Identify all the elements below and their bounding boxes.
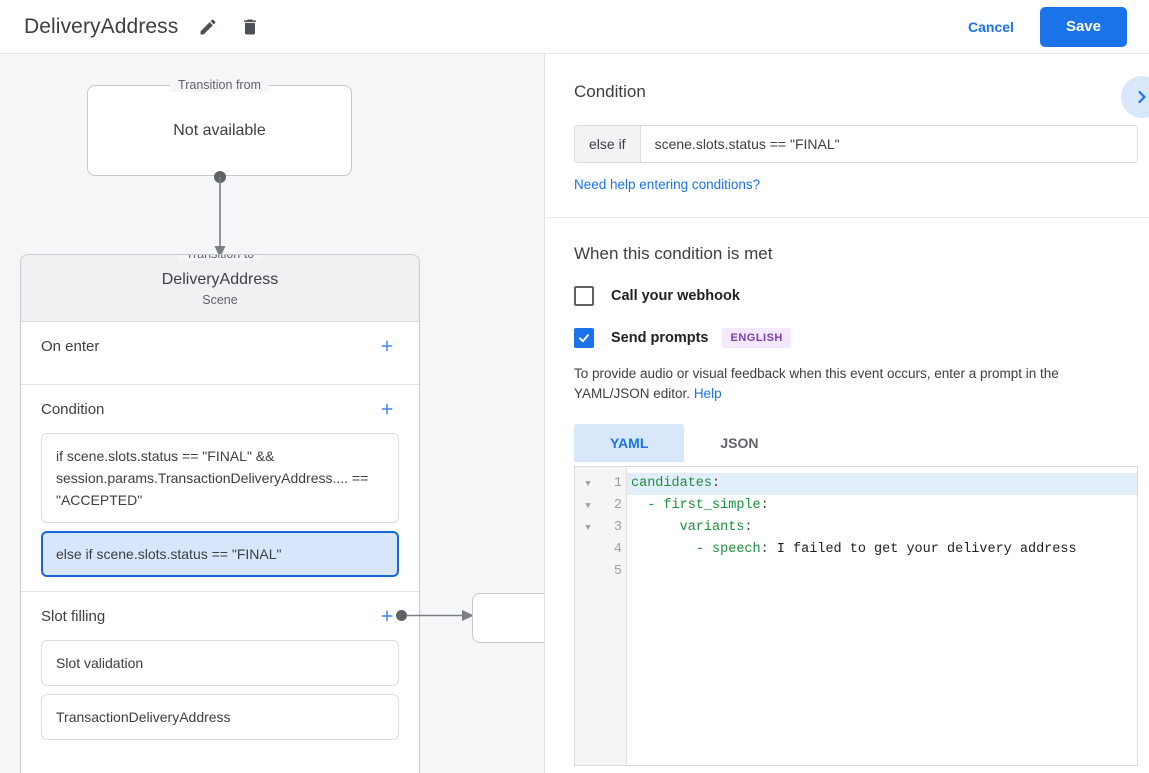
condition-item-selected[interactable]: else if scene.slots.status == "FINAL" [41,531,399,577]
condition-output-edge [406,610,474,621]
send-prompts-row[interactable]: Send prompts ENGLISH [574,328,1121,348]
prompts-helper-text: To provide audio or visual feedback when… [574,364,1134,404]
code-line[interactable]: candidates: [627,473,1137,495]
check-icon [578,334,590,343]
app-header: DeliveryAddress Cancel Save [0,0,1149,54]
condition-item[interactable]: if scene.slots.status == "FINAL" && sess… [41,433,399,523]
call-webhook-checkbox[interactable] [574,286,594,306]
transition-to-name: DeliveryAddress [161,271,279,288]
code-line[interactable]: variants: [679,520,753,535]
condition-section-title: Condition [574,82,646,101]
pencil-icon-glyph [200,18,216,34]
code-line[interactable]: - speech: I failed to get your delivery … [695,542,1077,557]
section-condition: Condition if scene.slots.status == "FINA… [21,385,419,592]
fold-toggle-icon[interactable]: ▼ [585,523,591,533]
tab-yaml[interactable]: YAML [574,424,685,462]
section-on-enter-header: On enter [41,322,399,370]
plus-icon [381,403,393,415]
condition-output-handle[interactable] [396,610,407,621]
transition-to-subtitle: Scene [202,293,238,307]
prompts-help-link[interactable]: Help [693,386,722,401]
call-webhook-label: Call your webhook [611,288,740,304]
condition-operator[interactable]: else if [575,126,641,162]
target-node-partial[interactable] [472,593,544,643]
page-title: DeliveryAddress [24,14,179,38]
section-slot-filling-title: Slot filling [41,607,106,625]
trash-icon[interactable] [238,15,262,39]
condition-expression-row[interactable]: else if scene.slots.status == "FINAL" [574,125,1138,163]
details-panel: Condition else if scene.slots.status == … [546,54,1149,773]
transition-from-value: Not available [173,121,266,139]
send-prompts-checkbox[interactable] [574,328,594,348]
send-prompts-label: Send prompts [611,330,709,346]
chevron-right-icon [1138,90,1146,104]
editor-fold-gutter[interactable]: ▼ ▼ ▼ [575,467,601,765]
line-number: 2 [613,498,622,513]
transition-to-header: DeliveryAddress Scene [21,255,419,322]
slot-validation-item[interactable]: Slot validation [41,640,399,686]
add-condition-button[interactable] [375,397,399,421]
plus-icon [381,610,393,622]
language-badge: ENGLISH [722,328,791,348]
slot-item[interactable]: TransactionDeliveryAddress [41,694,399,740]
save-button[interactable]: Save [1039,6,1127,47]
cancel-button[interactable]: Cancel [954,10,1028,44]
code-line[interactable]: - first_simple: [647,498,769,513]
condition-help-link[interactable]: Need help entering conditions? [574,177,761,192]
pencil-icon[interactable] [196,15,220,39]
fold-toggle-icon[interactable]: ▼ [585,479,591,489]
section-slot-filling-header: Slot filling [41,592,399,640]
editor-format-tabs: YAML JSON [574,424,1121,462]
yaml-editor[interactable]: ▼ ▼ ▼ 1 2 3 4 5 candidates: - first_simple: va… [574,466,1138,766]
transition-to-legend: Transition to [177,255,263,261]
condition-section: Condition else if scene.slots.status == … [546,54,1149,218]
fold-spacer [575,561,601,583]
prompts-helper-sentence: To provide audio or visual feedback when… [574,366,1059,401]
when-condition-met-title: When this condition is met [574,244,773,263]
section-on-enter-title: On enter [41,337,100,355]
trash-icon-glyph [244,19,257,34]
code-line[interactable] [627,561,1137,583]
condition-expression-input[interactable]: scene.slots.status == "FINAL" [640,126,1137,162]
webhook-row[interactable]: Call your webhook [574,286,1121,306]
section-on-enter: On enter [21,322,419,385]
line-number: 5 [613,564,622,579]
when-condition-met-section: When this condition is met Call your web… [546,218,1149,766]
transition-from-node[interactable]: Transition from Not available [87,78,352,176]
fold-toggle-icon[interactable]: ▼ [585,501,591,511]
editor-line-numbers: 1 2 3 4 5 [601,467,627,765]
section-condition-header: Condition [41,385,399,433]
add-on-enter-button[interactable] [375,334,399,358]
flow-connector-arrow [214,171,226,258]
line-number: 3 [613,520,622,535]
flow-canvas[interactable]: Transition from Not available Transition… [0,54,545,773]
line-number: 4 [613,542,622,557]
editor-code-area[interactable]: candidates: - first_simple: variants: - … [627,467,1137,765]
expand-panel-button[interactable] [1121,76,1149,118]
tab-json[interactable]: JSON [720,435,759,451]
section-condition-title: Condition [41,400,105,418]
fold-spacer [575,539,601,561]
transition-from-legend: Transition from [170,78,269,92]
transition-to-node[interactable]: Transition to DeliveryAddress Scene On e… [20,254,420,773]
line-number: 1 [613,476,622,491]
header-actions: Cancel Save [954,6,1149,47]
plus-icon [381,340,393,352]
add-slot-filling-button[interactable] [375,604,399,628]
section-slot-filling: Slot filling Slot validation Transaction… [21,592,419,754]
